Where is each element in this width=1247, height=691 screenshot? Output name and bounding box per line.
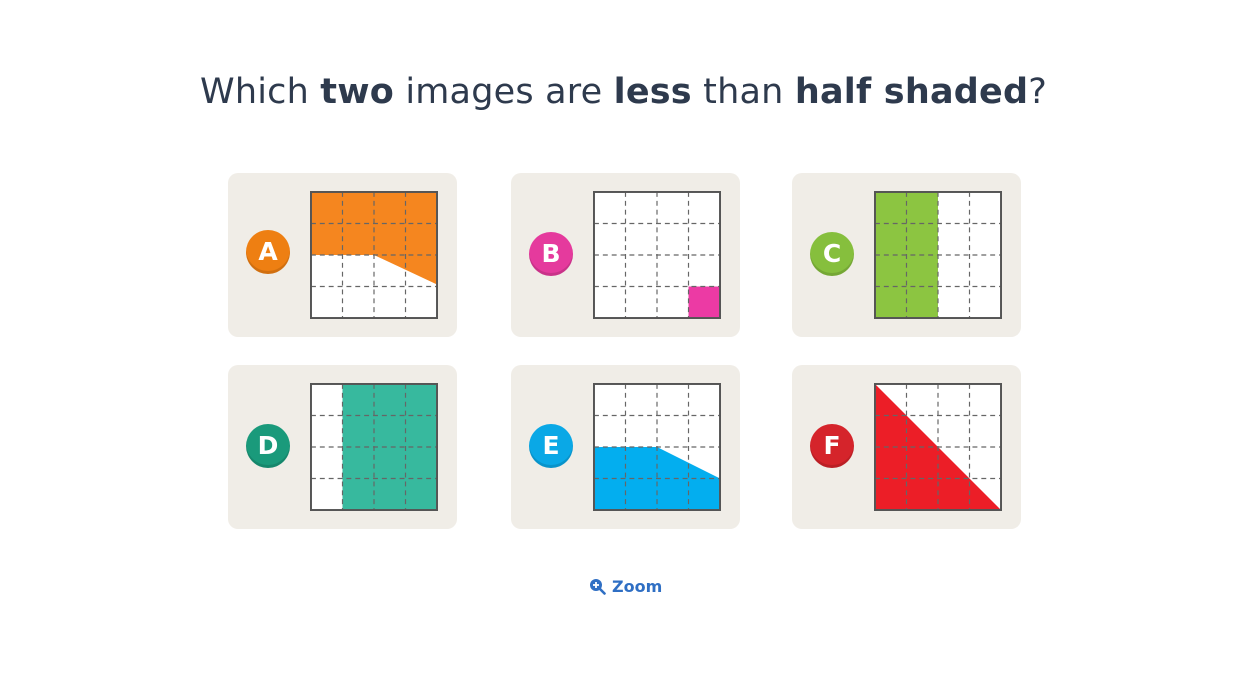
option-card-d[interactable]: D [228,365,457,529]
question-part: Which [200,72,321,112]
grid-border [593,191,721,319]
option-badge: D [246,424,290,468]
option-card-e[interactable]: E [511,365,740,529]
option-card-a[interactable]: A [228,173,457,337]
option-badge: F [810,424,854,468]
question-part: ? [1028,72,1047,112]
grid-svg [874,191,1002,319]
grid-svg [310,383,438,511]
option-card-f[interactable]: F [792,365,1021,529]
grid-border [593,383,721,511]
question-emphasis: half shaded [794,72,1029,112]
grid-border [874,383,1002,511]
grid-border [874,191,1002,319]
question-emphasis: less [613,72,692,112]
option-badge: A [246,230,290,274]
grid-border [310,383,438,511]
question-part: than [691,72,795,112]
grid-border [310,191,438,319]
shaded-grid [310,191,438,319]
option-card-b[interactable]: B [511,173,740,337]
grid-svg [593,383,721,511]
shaded-grid [593,191,721,319]
zoom-button[interactable]: Zoom [589,577,662,596]
shaded-grid [874,383,1002,511]
grid-svg [874,383,1002,511]
question-emphasis: two [320,72,394,112]
shaded-grid [310,383,438,511]
grid-svg [593,191,721,319]
question-part: images are [394,72,614,112]
shaded-region [688,286,721,319]
magnifier-plus-icon [589,578,606,595]
zoom-label: Zoom [612,577,663,596]
option-badge: E [529,424,573,468]
option-badge: B [529,232,573,276]
question-text: Which two images are less than half shad… [0,72,1247,112]
shaded-grid [593,383,721,511]
option-badge: C [810,232,854,276]
option-card-c[interactable]: C [792,173,1021,337]
shaded-grid [874,191,1002,319]
grid-svg [310,191,438,319]
